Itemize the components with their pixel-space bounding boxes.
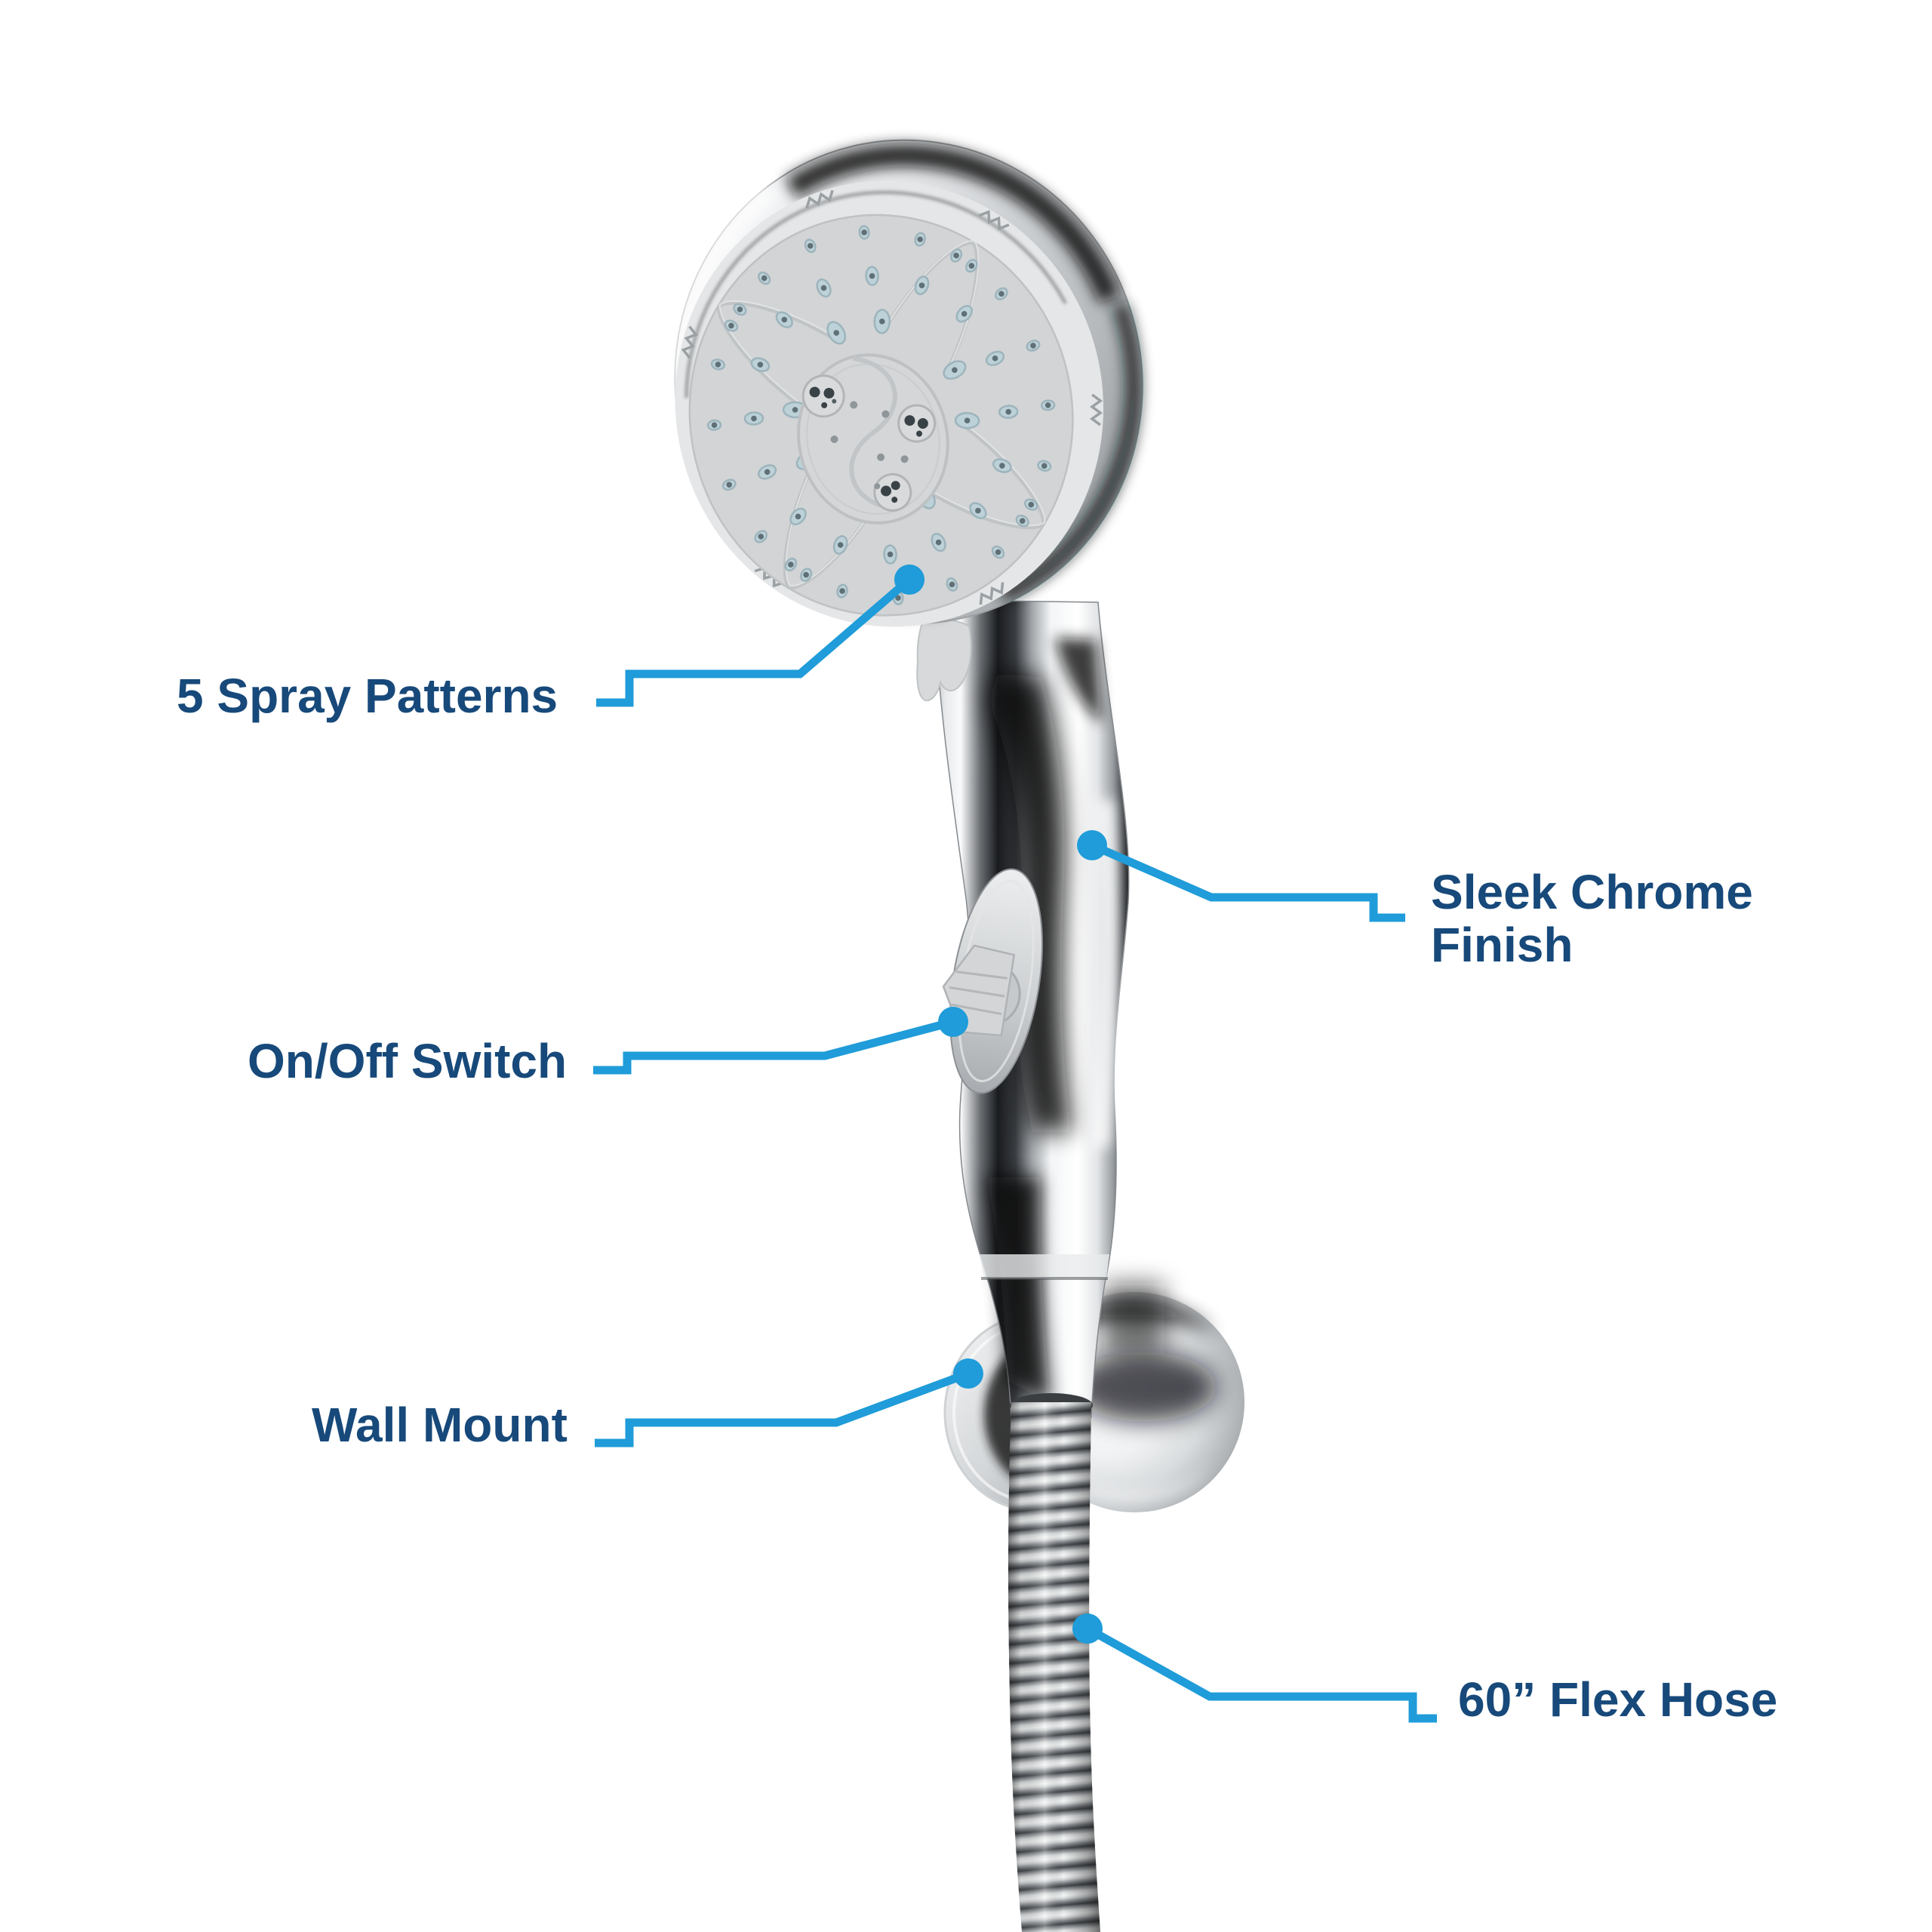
- nozzle: [721, 478, 737, 491]
- callout-sleek-chrome: Sleek Chrome Finish: [1431, 865, 1753, 972]
- nozzle: [931, 533, 946, 552]
- leader-line-flex-hose: [1085, 1625, 1437, 1723]
- nozzle: [826, 321, 847, 345]
- shower-head: [671, 139, 1143, 627]
- nozzle: [1015, 514, 1029, 528]
- nozzle: [816, 278, 832, 298]
- nozzle: [998, 405, 1019, 419]
- nozzle: [754, 530, 768, 543]
- nozzle: [914, 232, 926, 247]
- nozzle: [804, 238, 817, 254]
- nozzle: [954, 411, 980, 429]
- nozzle: [1037, 460, 1052, 472]
- ring-etch-mark: [979, 582, 1004, 605]
- nozzle: [985, 350, 1005, 366]
- nozzle: [743, 411, 764, 426]
- nozzle: [1040, 399, 1056, 411]
- leader-line-sleek-chrome: [1090, 841, 1405, 922]
- nozzle: [914, 275, 930, 296]
- leader-dot-on-off-switch: [938, 1007, 968, 1037]
- nozzle: [724, 319, 739, 332]
- leader-dot-spray-patterns: [894, 565, 924, 595]
- nozzle: [789, 507, 807, 526]
- center-nozzle: [801, 374, 845, 418]
- callout-wall-mount: Wall Mount: [312, 1398, 568, 1452]
- nozzle: [733, 303, 747, 316]
- nozzle: [775, 311, 793, 328]
- nozzle: [750, 357, 771, 373]
- nozzle: [991, 545, 1005, 559]
- nozzle: [1026, 340, 1041, 352]
- flex-hose: [1008, 1393, 1100, 1932]
- nozzle: [995, 287, 1008, 300]
- nozzle: [836, 583, 848, 598]
- nozzle: [946, 577, 958, 592]
- nozzle: [950, 248, 963, 263]
- ring-etch-mark: [805, 189, 834, 209]
- nozzle: [883, 544, 897, 565]
- nozzle: [965, 259, 978, 273]
- nozzle: [757, 464, 777, 480]
- leader-line-on-off-switch: [593, 1017, 955, 1075]
- nozzle: [710, 358, 726, 371]
- center-nozzle: [873, 472, 912, 512]
- nozzle: [1023, 498, 1038, 511]
- leader-dot-wall-mount: [953, 1358, 983, 1389]
- nozzle: [943, 360, 967, 380]
- nozzle: [858, 225, 870, 240]
- nozzle: [758, 271, 771, 285]
- nozzle: [800, 568, 813, 582]
- leader-line-spray-patterns: [596, 576, 912, 707]
- selector-tab: [916, 619, 972, 702]
- leader-dot-flex-hose: [1072, 1614, 1103, 1644]
- callout-spray-patterns: 5 Spray Patterns: [177, 669, 558, 723]
- callout-on-off-switch: On/Off Switch: [248, 1034, 568, 1088]
- nozzle: [865, 266, 879, 286]
- on-off-switch: [942, 868, 1043, 1094]
- callout-flex-hose: 60” Flex Hose: [1458, 1672, 1778, 1727]
- spray-selector-medallion: [797, 353, 949, 525]
- nozzle: [955, 305, 973, 323]
- ring-etch-mark: [978, 210, 1010, 231]
- ring-etch-mark: [681, 325, 699, 359]
- nozzle: [784, 557, 798, 572]
- nozzle: [969, 502, 987, 519]
- nozzle: [832, 535, 848, 555]
- nozzle: [706, 419, 722, 431]
- center-nozzle: [897, 404, 937, 443]
- leader-line-wall-mount: [595, 1369, 970, 1447]
- nozzle: [873, 309, 891, 334]
- nozzle: [992, 458, 1012, 473]
- ring-etch-mark: [1090, 393, 1103, 426]
- leader-dot-sleek-chrome: [1077, 830, 1107, 860]
